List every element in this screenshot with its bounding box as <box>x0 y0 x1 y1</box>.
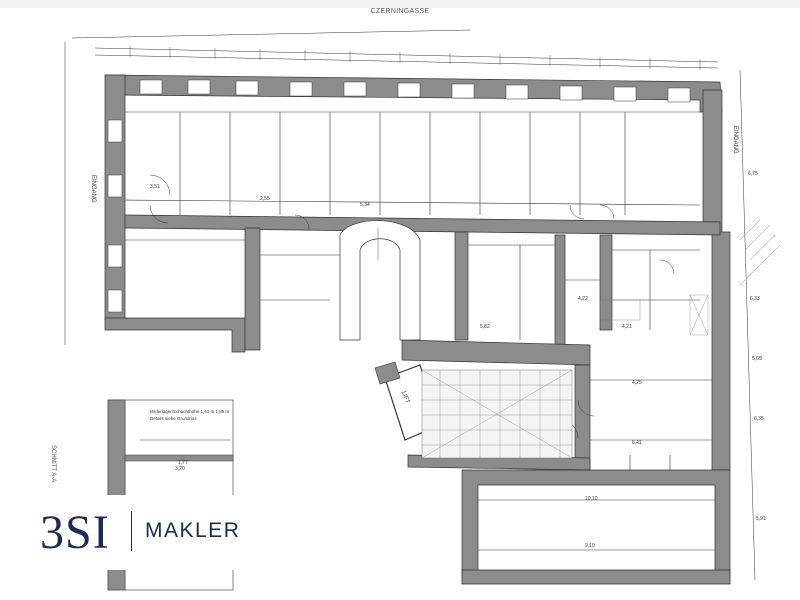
section-title: SCHNITT A-A <box>50 445 56 483</box>
right-dim-c: 5,69 <box>752 356 762 362</box>
dimension-ticks <box>129 46 701 70</box>
door-swings <box>149 174 675 439</box>
dim-width-f: 6,41 <box>632 440 642 446</box>
dim-width-j: 4,21 <box>622 324 632 330</box>
brand-word: MAKLER <box>145 519 241 542</box>
entrance-left-label: EINGANG <box>90 175 96 203</box>
right-dim-e: 5,91 <box>756 516 766 522</box>
right-dim-a: 6,75 <box>748 171 758 177</box>
section-detail-sub: Details siehe Grundriss <box>150 416 197 421</box>
brand-mark: 3SI <box>40 506 110 559</box>
section-dim-a: 3,20 <box>175 466 185 472</box>
street-name: CZERNINGASSE <box>370 8 430 15</box>
dim-width-b: 2,55 <box>260 196 270 202</box>
corridor-arch <box>339 220 421 341</box>
hatching <box>739 219 781 286</box>
dim-width-d: 5,82 <box>480 324 490 330</box>
dim-width-i: 4,22 <box>578 296 588 302</box>
right-dim-b: 6,33 <box>750 296 760 302</box>
brand-logo: 3SI MAKLER <box>30 495 260 570</box>
bathroom-tiles <box>599 294 709 336</box>
brand-divider <box>131 511 132 551</box>
dim-width-a: 3,51 <box>150 184 160 190</box>
stair-pattern <box>421 369 573 459</box>
dim-width-e: 4,25 <box>632 380 642 386</box>
section-dim-b: 1,77 <box>178 460 188 466</box>
lift-label: LIFT <box>400 391 410 405</box>
top-margin <box>0 0 800 8</box>
dim-width-h: 9,10 <box>585 543 595 549</box>
section-detail-note: Widerlager/Schachthöhe 1,63 m 1,85 m <box>150 409 230 414</box>
dim-width-g: 10,10 <box>585 496 598 502</box>
entrance-right-label: EINGANG <box>732 126 738 154</box>
dimension-lines <box>64 29 756 581</box>
right-dim-d: 6,35 <box>754 416 764 422</box>
windows <box>107 79 691 313</box>
dim-width-c: 5,34 <box>360 202 370 208</box>
